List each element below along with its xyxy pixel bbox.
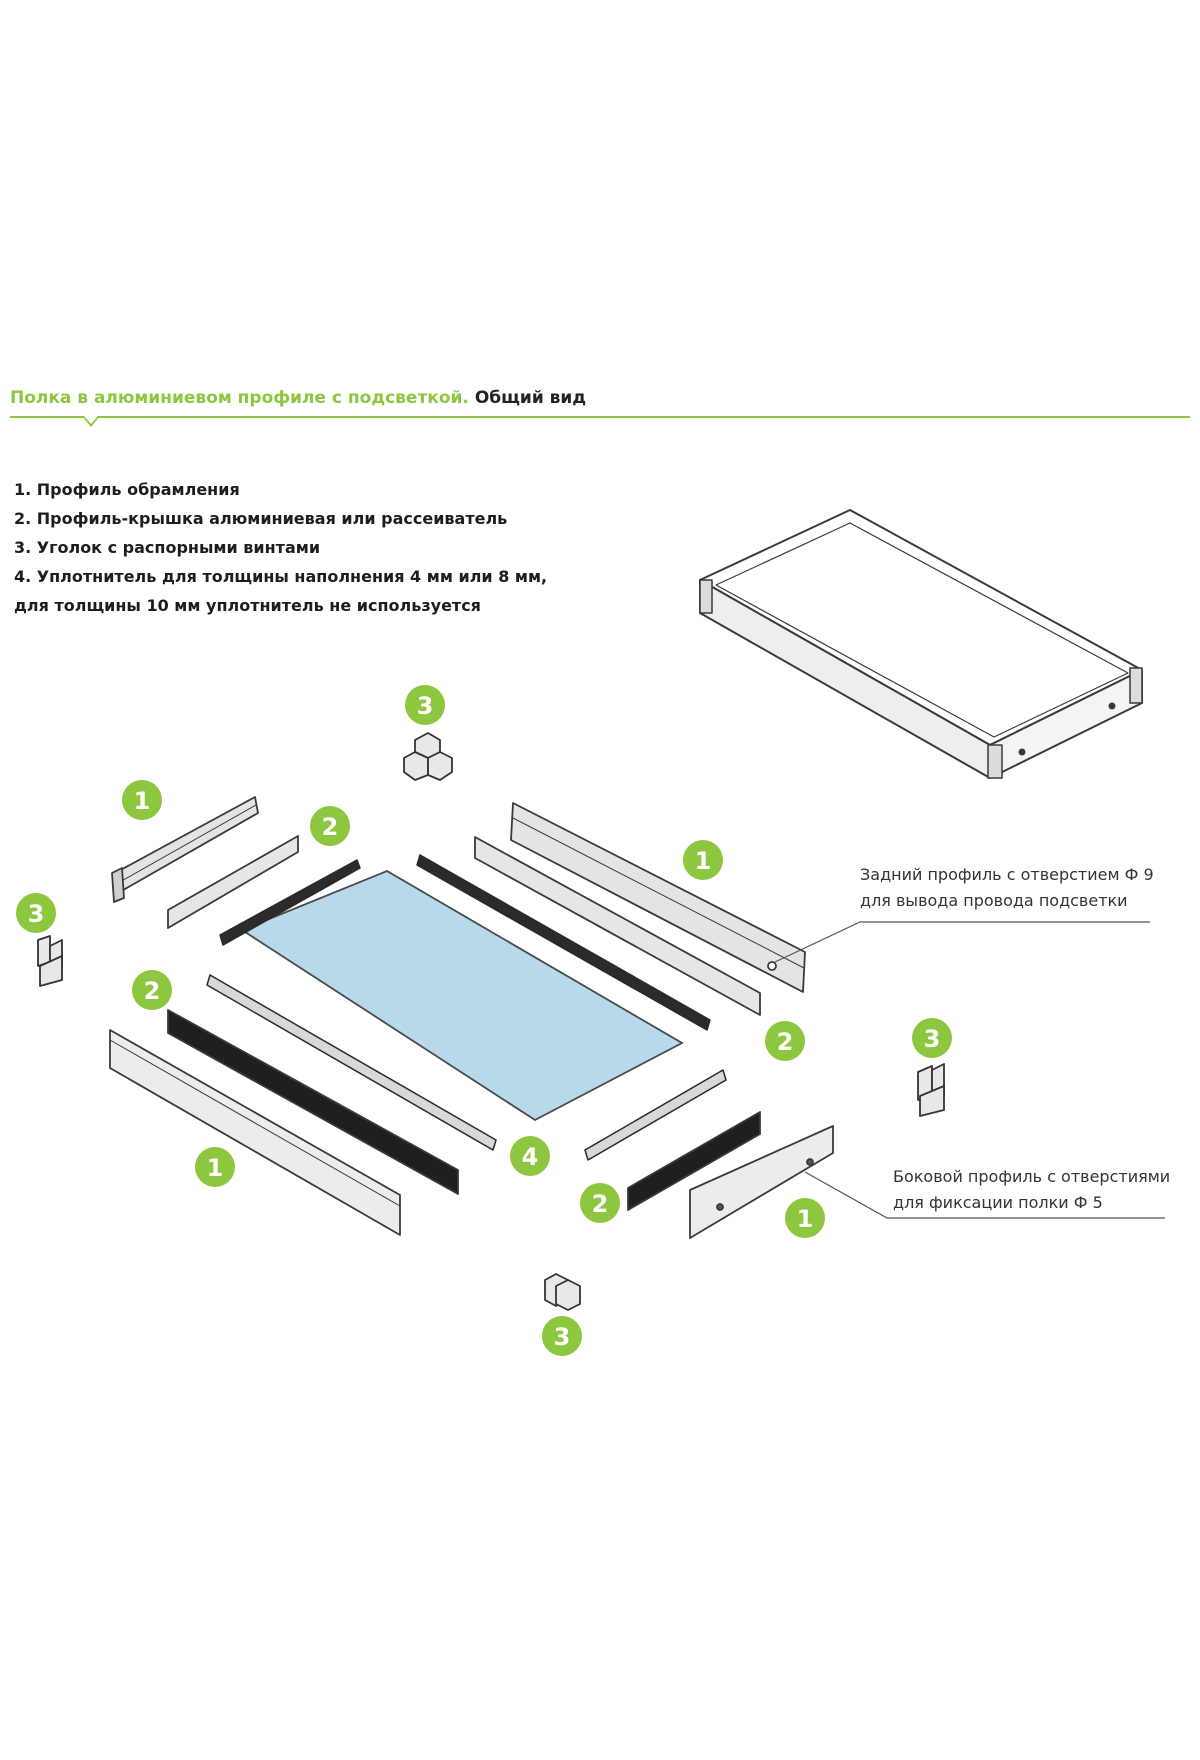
page-title: Полка в алюминиевом профиле с подсветкой… bbox=[10, 388, 586, 408]
corner-left bbox=[37, 935, 63, 987]
svg-text:1: 1 bbox=[797, 1205, 814, 1233]
svg-text:2: 2 bbox=[777, 1028, 794, 1056]
legend-item-3: 3. Уголок с распорными винтами bbox=[14, 538, 321, 557]
profile-front-right bbox=[689, 1125, 834, 1239]
profile-front-left-groove bbox=[109, 1039, 401, 1207]
profile-back-right-hole bbox=[767, 961, 777, 971]
title-black: Общий вид bbox=[474, 388, 587, 408]
cover-profiles bbox=[167, 835, 761, 1211]
glass-panel bbox=[240, 869, 684, 1122]
svg-text:3: 3 bbox=[924, 1025, 941, 1053]
svg-text:1: 1 bbox=[207, 1154, 224, 1182]
callout-side-profile-line2: для фиксации полки Ф 5 bbox=[893, 1193, 1103, 1212]
legend-item-2: 2. Профиль-крышка алюминиевая или рассеи… bbox=[14, 509, 508, 528]
profile-back-left-end bbox=[111, 867, 125, 903]
badge-seal: 4 bbox=[510, 1136, 550, 1176]
frame-profiles bbox=[109, 796, 834, 1239]
callout-leaders bbox=[774, 921, 1165, 1219]
profile-front-right-hole-1 bbox=[716, 1203, 724, 1211]
legend-item-1: 1. Профиль обрамления bbox=[14, 480, 240, 499]
svg-text:2: 2 bbox=[322, 813, 339, 841]
badge-corner-left: 3 bbox=[16, 893, 56, 933]
badge-corner-bottom: 3 bbox=[542, 1316, 582, 1356]
legend-list: 1. Профиль обрамления 2. Профиль-крышка … bbox=[14, 475, 547, 620]
svg-text:2: 2 bbox=[592, 1190, 609, 1218]
seal-back-right bbox=[416, 854, 711, 1031]
profile-back-right-groove bbox=[512, 817, 805, 969]
badge-corner-top: 3 bbox=[405, 685, 445, 725]
title-rule bbox=[10, 416, 1190, 418]
assembled-shelf-corner-front bbox=[987, 744, 1003, 779]
corner-top bbox=[403, 732, 453, 781]
svg-text:3: 3 bbox=[554, 1323, 571, 1351]
badge-profile-back-left: 1 bbox=[122, 780, 162, 820]
badge-cover-front-left: 2 bbox=[132, 970, 172, 1010]
assembled-shelf-hole-1 bbox=[1018, 748, 1026, 756]
cover-back-left bbox=[167, 835, 299, 929]
svg-text:2: 2 bbox=[144, 977, 161, 1005]
corner-bottom bbox=[544, 1273, 581, 1311]
assembled-shelf-corner-left bbox=[699, 579, 713, 614]
profile-back-right bbox=[510, 802, 806, 993]
side-profile-leader bbox=[804, 1171, 1165, 1219]
seal-front-left bbox=[206, 974, 497, 1151]
callout-side-profile-line1: Боковой профиль с отверстиями bbox=[893, 1167, 1171, 1186]
assembled-shelf-illustration bbox=[699, 509, 1143, 779]
badge-profile-back-right: 1 bbox=[683, 840, 723, 880]
profile-front-right-hole-2 bbox=[806, 1158, 814, 1166]
legend-item-4-continued: для толщины 10 мм уплотнитель не использ… bbox=[14, 596, 481, 615]
back-profile-leader bbox=[774, 921, 1150, 963]
svg-text:3: 3 bbox=[28, 900, 45, 928]
svg-text:1: 1 bbox=[134, 787, 151, 815]
cover-front-left bbox=[167, 1009, 459, 1195]
badge-corner-right: 3 bbox=[912, 1018, 952, 1058]
corner-right bbox=[917, 1063, 945, 1117]
svg-text:1: 1 bbox=[695, 847, 712, 875]
callout-side-profile: Боковой профиль с отверстиями для фиксац… bbox=[893, 1164, 1170, 1216]
badge-profile-front-left: 1 bbox=[195, 1147, 235, 1187]
badge-cover-back-left: 2 bbox=[310, 806, 350, 846]
corner-brackets bbox=[37, 732, 945, 1311]
assembled-shelf-hole-2 bbox=[1108, 702, 1116, 710]
seals bbox=[206, 854, 727, 1161]
cover-front-right bbox=[627, 1111, 761, 1211]
callout-back-profile-line2: для вывода провода подсветки bbox=[860, 891, 1128, 910]
header: Полка в алюминиевом профиле с подсветкой… bbox=[10, 388, 1190, 428]
title-green: Полка в алюминиевом профиле с подсветкой… bbox=[10, 388, 469, 408]
badge-profile-front-right: 1 bbox=[785, 1198, 825, 1238]
callout-back-profile-line1: Задний профиль с отверстием Ф 9 bbox=[860, 865, 1154, 884]
seal-front-right bbox=[584, 1069, 727, 1161]
svg-text:4: 4 bbox=[522, 1143, 539, 1171]
cover-back-right bbox=[474, 836, 761, 1016]
badge-cover-back-right: 2 bbox=[765, 1021, 805, 1061]
assembled-shelf-corner-right bbox=[1129, 667, 1143, 704]
callout-back-profile: Задний профиль с отверстием Ф 9 для выво… bbox=[860, 862, 1154, 914]
svg-text:3: 3 bbox=[417, 692, 434, 720]
legend-item-4: 4. Уплотнитель для толщины наполнения 4 … bbox=[14, 567, 548, 586]
title-rule-notch-inner bbox=[84, 416, 98, 424]
assembled-shelf-inner-edge bbox=[715, 522, 1129, 738]
seal-back-left bbox=[219, 859, 361, 946]
badge-cover-front-right: 2 bbox=[580, 1183, 620, 1223]
profile-back-left-groove bbox=[117, 804, 257, 884]
